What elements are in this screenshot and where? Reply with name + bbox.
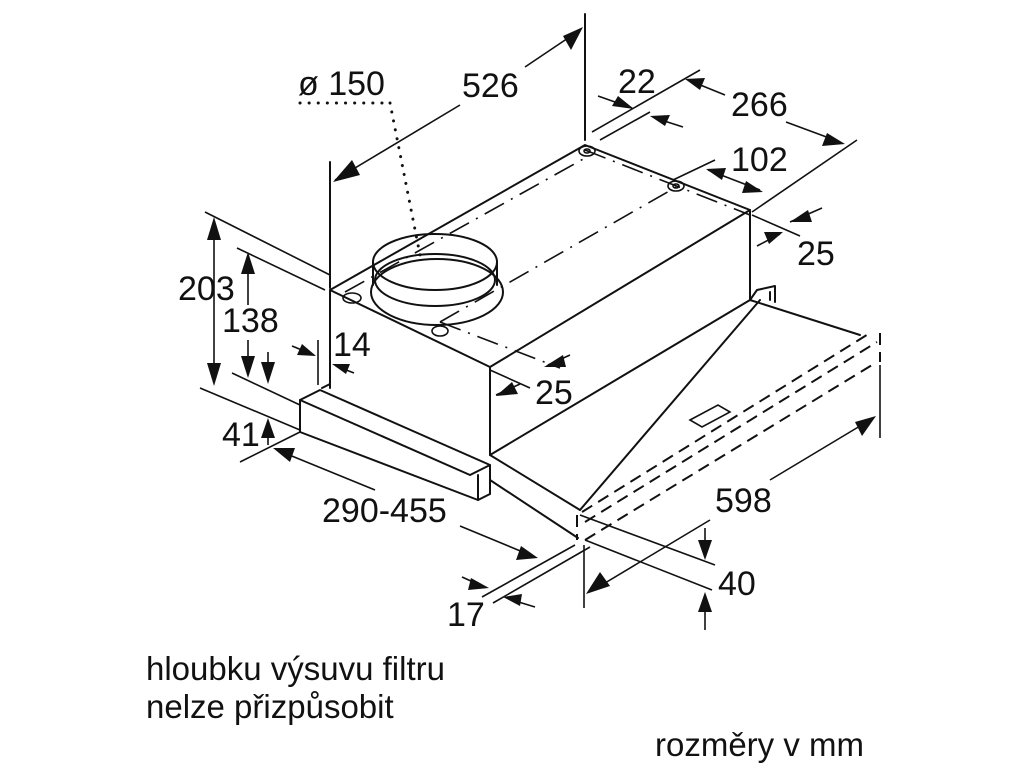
dim-17: 17 xyxy=(447,596,485,634)
dim-25-right: 25 xyxy=(797,235,835,273)
units-note: rozměry v mm xyxy=(655,726,864,763)
filter-depth-note: hloubku výsuvu filtru nelze přizpůsobit xyxy=(146,650,445,726)
base-plate xyxy=(489,285,881,541)
dim-290-455: 290-455 xyxy=(322,492,447,530)
duct-collar xyxy=(370,233,504,326)
dim-14: 14 xyxy=(333,326,371,364)
telescopic-front xyxy=(299,383,491,501)
dimension-lines xyxy=(199,13,881,630)
dim-40: 40 xyxy=(718,565,756,603)
dim-526: 526 xyxy=(462,67,519,105)
dim-41: 41 xyxy=(222,416,260,454)
dim-598: 598 xyxy=(715,482,772,520)
dim-duct-diameter: ø 150 xyxy=(298,65,385,103)
dim-138: 138 xyxy=(222,302,279,340)
dimension-labels: ø 150 526 22 266 102 25 203 138 14 25 41… xyxy=(178,63,835,634)
dim-22: 22 xyxy=(618,63,656,101)
filter-note-line2: nelze přizpůsobit xyxy=(146,688,394,725)
dim-102: 102 xyxy=(731,141,788,179)
dim-25-front: 25 xyxy=(535,374,573,412)
dim-203: 203 xyxy=(178,270,235,308)
filter-note-line1: hloubku výsuvu filtru xyxy=(146,650,445,687)
dim-266: 266 xyxy=(731,86,788,124)
hood-body xyxy=(329,144,751,456)
